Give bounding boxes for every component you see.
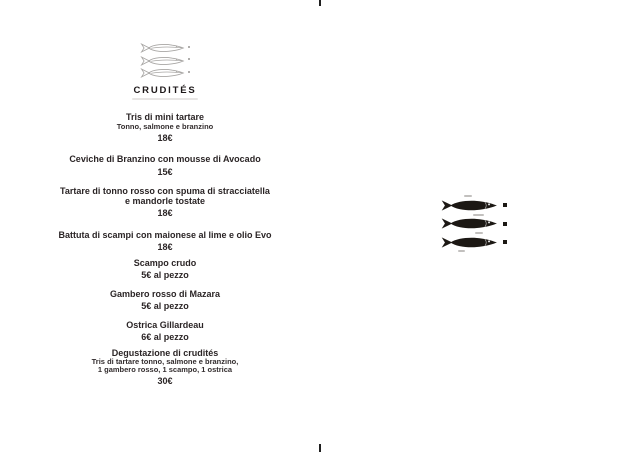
menu-item: Ceviche di Branzino con mousse di Avocad… — [25, 154, 305, 177]
sardine-fish-icon — [25, 68, 305, 78]
period-dot-icon — [503, 221, 507, 226]
sketch-dash — [464, 195, 472, 197]
item-price: 18€ — [157, 132, 173, 143]
menu-item: Gambero rosso di Mazara 5€ al pezzo — [25, 288, 305, 312]
heading-ghost-line — [132, 98, 198, 100]
period-dot-icon — [503, 240, 507, 244]
item-name: Ostrica Gillardeau — [126, 319, 204, 330]
item-name: e mandorle tostate — [124, 195, 206, 206]
speck-icon — [188, 58, 190, 60]
item-price: 6€ al pezzo — [141, 332, 189, 342]
item-price: 18€ — [157, 242, 173, 252]
item-description: Tonno, salmone e branzino — [116, 121, 214, 131]
item-price: 5€ al pezzo — [141, 301, 189, 311]
sardine-fish-icon — [440, 218, 507, 230]
item-price: 18€ — [157, 208, 173, 218]
item-description: 1 gambero rosso, 1 scampo, 1 ostrica — [97, 365, 233, 374]
menu-item: Ostrica Gillardeau 6€ al pezzo — [25, 319, 305, 343]
item-name: Degustazione di crudités — [111, 347, 219, 358]
menu-item: Tartare di tonno rosso con spuma di stra… — [25, 186, 305, 219]
item-price: 15€ — [157, 166, 173, 177]
section-title: CRUDITÉS — [133, 85, 197, 96]
speck-icon — [188, 70, 190, 73]
item-name: Gambero rosso di Mazara — [109, 288, 221, 299]
menu-item: Battuta di scampi con maionese al lime e… — [25, 229, 305, 253]
item-name: Tartare di tonno rosso con spuma di stra… — [60, 186, 270, 196]
item-description: Tris di tartare tonno, salmone e branzin… — [91, 357, 239, 366]
sardine-fish-icon — [25, 56, 305, 66]
sardine-fish-icon — [440, 236, 507, 248]
side-sardines-illustration — [440, 199, 507, 248]
sketch-dash — [475, 232, 483, 234]
item-price: 5€ al pezzo — [141, 270, 189, 280]
item-price: 30€ — [157, 376, 173, 386]
period-dot-icon — [503, 203, 507, 207]
sardines-logo — [25, 40, 305, 78]
menu-item: Scampo crudo 5€ al pezzo — [25, 257, 305, 281]
crop-mark-bottom — [319, 444, 321, 452]
item-name: Tris di mini tartare — [125, 112, 205, 122]
item-name: Ceviche di Branzino con mousse di Avocad… — [69, 154, 261, 164]
sketch-dash — [473, 214, 484, 216]
crop-mark-top — [319, 0, 321, 6]
speck-icon — [188, 45, 190, 48]
sardine-fish-icon — [25, 43, 305, 53]
sardine-fish-icon — [440, 199, 507, 211]
item-name: Scampo crudo — [133, 257, 197, 268]
sketch-dash — [458, 250, 465, 252]
item-name: Battuta di scampi con maionese al lime e… — [58, 229, 272, 240]
